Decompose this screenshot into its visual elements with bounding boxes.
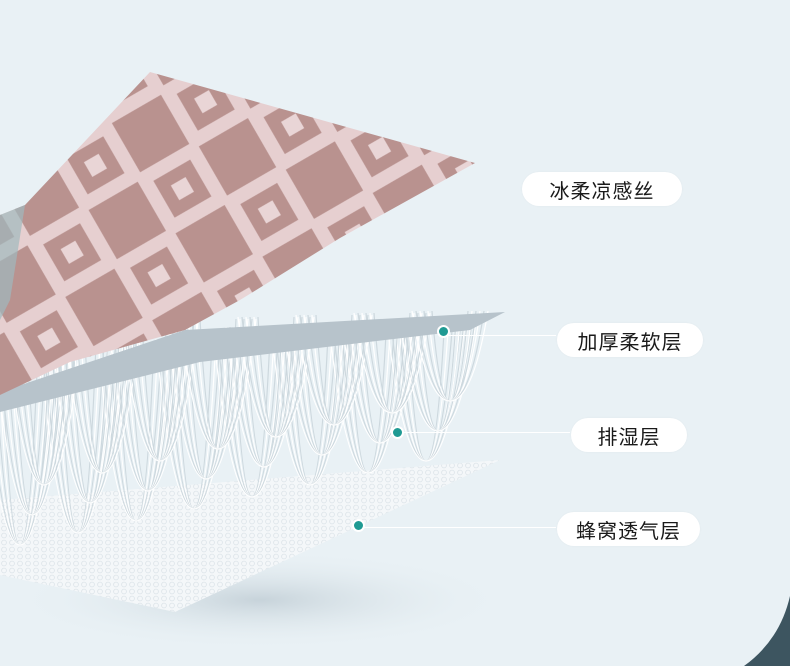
fiber-loop bbox=[97, 340, 175, 522]
leader-line-layer3 bbox=[402, 432, 570, 433]
soft-layer-sheet bbox=[0, 312, 505, 412]
label-soft-layer: 加厚柔软层 bbox=[557, 323, 703, 357]
fiber-loop bbox=[63, 322, 141, 474]
marker-dot-layer2 bbox=[437, 325, 450, 338]
honeycomb-layer bbox=[0, 460, 500, 612]
fiber-loop bbox=[5, 324, 83, 486]
fiber-loop bbox=[399, 320, 477, 432]
fiber-loop bbox=[353, 312, 431, 414]
fiber-loop bbox=[341, 322, 419, 444]
label-moisture-layer: 排湿层 bbox=[571, 418, 687, 452]
leader-line-layer2 bbox=[448, 335, 556, 336]
fiber-loop bbox=[0, 334, 71, 516]
label-ice-silk: 冰柔凉感丝 bbox=[522, 172, 682, 206]
fiber-layer bbox=[0, 310, 489, 546]
fiber-loop bbox=[237, 316, 315, 438]
fiber-loop bbox=[0, 344, 59, 546]
corner-decoration bbox=[744, 596, 790, 666]
fiber-loop bbox=[51, 332, 129, 504]
marker-dot-layer4 bbox=[352, 519, 365, 532]
fiber-loop bbox=[295, 314, 373, 426]
fabric-edge-pattern bbox=[0, 205, 25, 320]
fiber-loop bbox=[411, 310, 489, 402]
fiber-loop bbox=[155, 338, 233, 510]
fiber-loop bbox=[283, 324, 361, 456]
fiber-loop bbox=[121, 320, 199, 462]
marker-dot-layer3 bbox=[391, 426, 404, 439]
ice-silk-fabric bbox=[0, 72, 475, 395]
leader-line-layer4 bbox=[362, 527, 556, 528]
label-honeycomb-layer: 蜂窝透气层 bbox=[557, 512, 700, 546]
fiber-loop bbox=[179, 318, 257, 450]
